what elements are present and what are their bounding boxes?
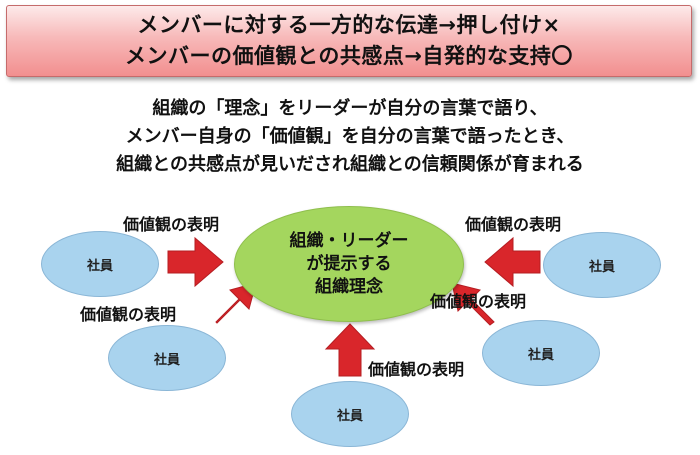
center-line-3: 組織理念 (315, 276, 383, 297)
caption-left-bottom: 価値観の表明 (80, 305, 177, 324)
banner-line-1: メンバーに対する一方的な伝達→押し付け× (137, 13, 561, 37)
center-line-1: 組織・リーダー (289, 230, 409, 251)
statement-line-3: 組織との共感点が見いだされ組織との信頼関係が育まれる (116, 154, 584, 175)
statement-line-1: 組織の「理念」をリーダーが自分の言葉で語り、 (152, 98, 548, 119)
caption-right-bottom: 価値観の表明 (430, 292, 527, 311)
member-left-bottom: 社員 (108, 325, 226, 391)
member-bottom: 社員 (291, 381, 409, 447)
member-left-top: 社員 (41, 231, 159, 297)
arrow-right-top (484, 236, 541, 288)
center-philosophy-ellipse: 組織・リーダー が提示する 組織理念 (234, 206, 464, 322)
caption-bottom: 価値観の表明 (368, 360, 465, 379)
caption-left-top: 価値観の表明 (123, 215, 220, 234)
caption-right-top: 価値観の表明 (465, 215, 562, 234)
statement-line-2: メンバー自身の「価値観」を自分の言葉で語ったとき、 (125, 126, 575, 147)
center-line-2: が提示する (306, 253, 392, 274)
banner-line-2: メンバーの価値観との共感点→自発的な支持〇 (125, 44, 573, 68)
member-right-bottom: 社員 (482, 320, 600, 386)
arrow-left-top (167, 236, 224, 288)
arrow-bottom (324, 323, 376, 377)
member-right-top: 社員 (543, 232, 661, 298)
header-banner: メンバーに対する一方的な伝達→押し付け× メンバーの価値観との共感点→自発的な支… (6, 5, 692, 77)
statement: 組織の「理念」をリーダーが自分の言葉で語り、 メンバー自身の「価値観」を自分の言… (0, 95, 700, 179)
